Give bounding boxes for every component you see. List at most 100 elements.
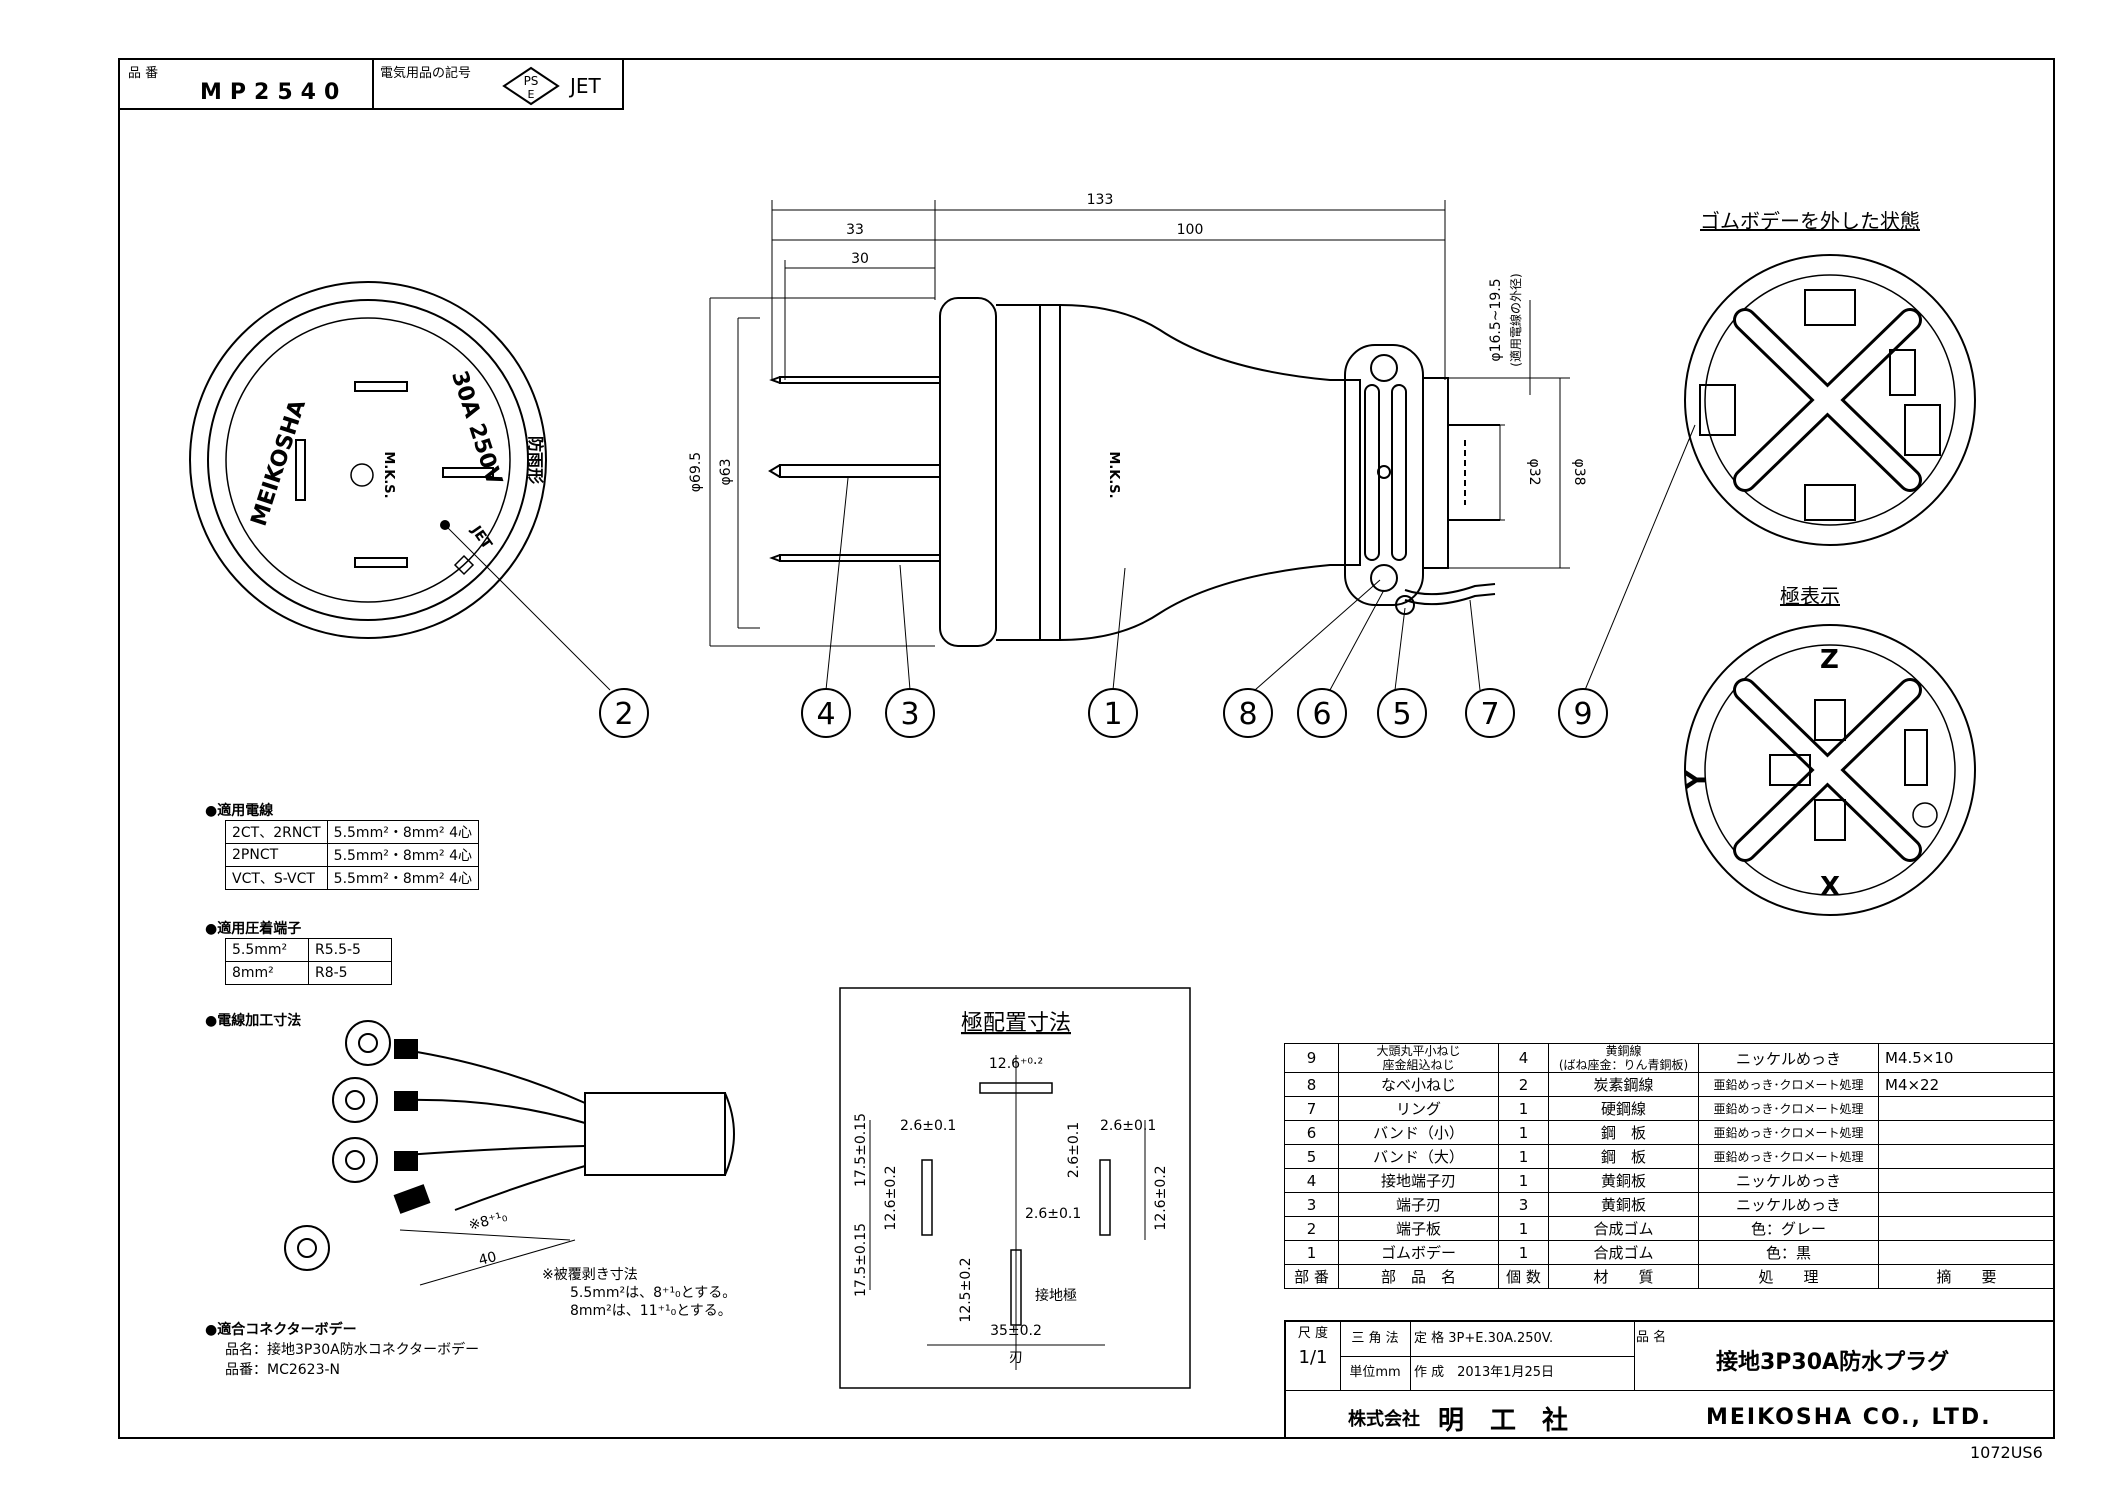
parts-cell: 5	[1284, 1144, 1339, 1169]
mark-box: 電気用品の記号 PS E JET	[372, 58, 624, 110]
parts-cell: 3	[1498, 1192, 1549, 1217]
leader-lines	[444, 424, 1696, 691]
face-waterproof: 防雨形	[526, 436, 545, 484]
rubber-removed-title: ゴムボデーを外した状態	[1700, 209, 1920, 233]
parts-header-cell: 部 番	[1284, 1264, 1339, 1289]
company-name: 明 工 社	[1438, 1406, 1569, 1436]
pole-ground-label: 接地極	[1035, 1287, 1077, 1304]
pole-layout-title: 極配置寸法	[961, 1011, 1071, 1036]
face-mark: M.K.S.	[381, 451, 396, 498]
parts-header-cell: 部 品 名	[1338, 1264, 1499, 1289]
pole-h-ground: 12.5±0.2	[958, 1257, 974, 1322]
parts-cell: 1	[1284, 1240, 1339, 1265]
parts-cell	[1878, 1144, 2055, 1169]
parts-header-cell: 材 質	[1548, 1264, 1699, 1289]
pole-h-right: 12.6±0.2	[1153, 1165, 1169, 1230]
wire-cell: 5.5mm²・8mm² 4心	[326, 843, 479, 867]
crimp-title: ●適用圧着端子	[205, 921, 302, 937]
callout-1: 1	[1103, 697, 1122, 732]
dim-100: 100	[1177, 222, 1204, 238]
parts-cell: 黄銅板	[1548, 1168, 1699, 1193]
parts-cell: 2	[1498, 1072, 1549, 1097]
processing-notes: ※被覆剥き寸法 5.5mm²は、8⁺¹₀とする。 8mm²は、11⁺¹₀とする。	[542, 1266, 736, 1320]
parts-cell	[1878, 1096, 2055, 1121]
parts-cell: 1	[1498, 1144, 1549, 1169]
pole-t-left: 2.6±0.1	[900, 1118, 956, 1134]
parts-cell: リング	[1338, 1096, 1499, 1121]
dim-phi-cable-note: (適用電線の外径)	[1508, 273, 1523, 366]
polarity-title: 極表示	[1780, 584, 1840, 608]
polarity-view	[1684, 624, 1976, 916]
parts-cell: 鋼 板	[1548, 1144, 1699, 1169]
parts-cell: バンド（小）	[1338, 1120, 1499, 1145]
wire-processing-drawing	[284, 1020, 735, 1286]
parts-cell: 鋼 板	[1548, 1120, 1699, 1145]
pole-h-left: 12.6±0.2	[883, 1165, 899, 1230]
callout-3: 3	[900, 697, 919, 732]
callout-circles	[599, 688, 1608, 738]
parts-cell: 接地端子刃	[1338, 1168, 1499, 1193]
created-date: 作 成 2013年1月25日	[1410, 1356, 1635, 1390]
pole-off-low: 17.5±0.15	[853, 1223, 869, 1297]
parts-header-cell: 摘 要	[1878, 1264, 2055, 1289]
pole-layout-texts: 極配置寸法 12.6⁺⁰·² 2.6±0.1 2.6±0.1 2.6±0.1 1…	[853, 1011, 1169, 1366]
callout-8: 8	[1238, 697, 1257, 732]
polarity-y: Y	[1682, 769, 1712, 790]
dim-33: 33	[846, 222, 864, 238]
wire-cell: 5.5mm²・8mm² 4心	[326, 820, 479, 844]
parts-cell: ニッケルめっき	[1698, 1168, 1879, 1193]
parts-cell	[1878, 1120, 2055, 1145]
wire-cell: 2CT、2RNCT	[225, 820, 328, 844]
parts-cell: 3	[1284, 1192, 1339, 1217]
crimp-cell: R8-5	[308, 961, 392, 985]
processing-note-2: 5.5mm²は、8⁺¹₀とする。	[570, 1285, 737, 1301]
processing-note-3: 8mm²は、11⁺¹₀とする。	[570, 1303, 732, 1319]
parts-cell: M4.5×10	[1878, 1043, 2055, 1073]
parts-cell: 4	[1498, 1043, 1549, 1073]
drawing-frame	[118, 58, 2055, 1439]
parts-cell: 炭素鋼線	[1548, 1072, 1699, 1097]
dim-phi-63: φ63	[718, 458, 734, 485]
scale-label: 尺 度	[1297, 1326, 1329, 1341]
dim-phi-38: φ38	[1571, 458, 1587, 485]
parts-cell: ゴムボデー	[1338, 1240, 1499, 1265]
wire-dim-40: 40	[477, 1249, 498, 1269]
parts-cell: 9	[1284, 1043, 1339, 1073]
parts-cell: 6	[1284, 1120, 1339, 1145]
pole-t-right: 2.6±0.1	[1100, 1118, 1156, 1134]
connector-name: 品名：接地3P30A防水コネクターボデー	[225, 1342, 480, 1358]
wire-cell: VCT、S-VCT	[225, 866, 328, 890]
face-texts: MEIKOSHA 30A 250V M.K.S. 防雨形 JET M.K.S.	[247, 368, 1121, 553]
parts-cell	[1878, 1240, 2055, 1265]
pole-t-mid: 2.6±0.1	[1025, 1206, 1081, 1222]
part-number-box: 品 番 MP2540	[118, 58, 374, 110]
callout-7: 7	[1480, 697, 1499, 732]
parts-cell: 8	[1284, 1072, 1339, 1097]
dim-133: 133	[1087, 192, 1114, 208]
parts-cell	[1878, 1216, 2055, 1241]
face-jet: JET	[467, 522, 495, 552]
parts-cell: 1	[1498, 1096, 1549, 1121]
parts-cell: 2	[1284, 1216, 1339, 1241]
wire-dims: ※8⁺¹₀ 40	[467, 1209, 509, 1269]
title-divider	[1286, 1390, 2053, 1391]
parts-cell: 亜鉛めっき･クロメート処理	[1698, 1072, 1879, 1097]
wire-title: ●適用電線	[205, 803, 274, 819]
polarity-z: Z	[1820, 645, 1839, 675]
dim-phi-cable: φ16.5~19.5	[1488, 278, 1504, 361]
face-rating: 30A 250V	[446, 368, 506, 488]
connector-no: 品番：MC2623-N	[225, 1362, 341, 1378]
dim-phi-69-5: φ69.5	[688, 452, 704, 492]
pse-top: PS	[524, 74, 539, 88]
wire-cell: 5.5mm²・8mm² 4心	[326, 866, 479, 890]
parts-cell: 硬鋼線	[1548, 1096, 1699, 1121]
parts-cell: 7	[1284, 1096, 1339, 1121]
company-jp: 株式会社	[1348, 1409, 1420, 1430]
